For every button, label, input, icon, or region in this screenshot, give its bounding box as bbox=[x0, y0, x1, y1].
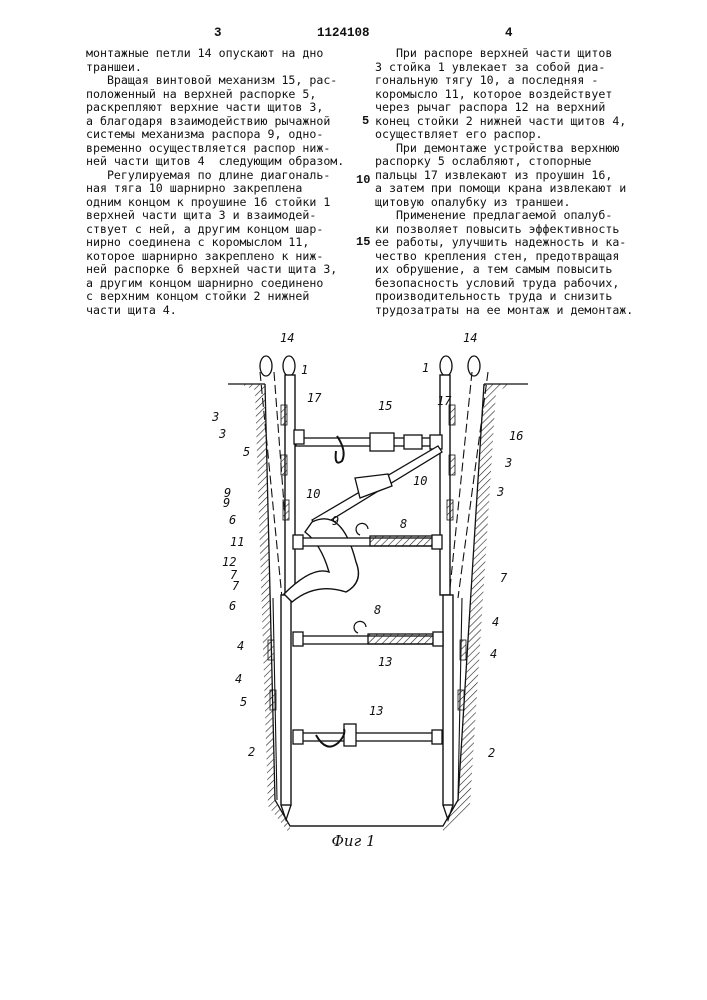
label-3: 3 bbox=[504, 456, 512, 470]
label-16: 16 bbox=[509, 429, 523, 443]
page-number-right: 4 bbox=[505, 26, 513, 40]
label-10: 10 bbox=[413, 474, 427, 488]
text-line: нирно соединена с коромыслом 11, bbox=[86, 236, 344, 250]
label-13: 13 bbox=[369, 704, 383, 718]
text-line: монтажные петли 14 опускают на дно bbox=[86, 47, 344, 61]
text-line: Регулируемая по длине диагональ- bbox=[86, 169, 344, 183]
text-line: Вращая винтовой механизм 15, рас- bbox=[86, 74, 344, 88]
text-line: одним концом к проушине 16 стойки 1 bbox=[86, 196, 344, 210]
text-line: временно осуществляется распор ниж- bbox=[86, 142, 344, 156]
text-line: верхней части щита 3 и взаимодей- bbox=[86, 209, 344, 223]
text-line: а затем при помощи крана извлекают и bbox=[375, 182, 633, 196]
text-line: конец стойки 2 нижней части щитов 4, bbox=[375, 115, 633, 129]
bottom-spacer-5 bbox=[293, 724, 442, 746]
text-line: пальцы 17 извлекают из проушин 16, bbox=[375, 169, 633, 183]
text-line: 3 стойка 1 увлекает за собой диа- bbox=[375, 61, 633, 75]
label-11: 11 bbox=[230, 535, 244, 549]
label-9: 9 bbox=[332, 514, 339, 528]
patent-number: 1124108 bbox=[317, 26, 370, 40]
label-5: 5 bbox=[243, 445, 250, 459]
text-line: с верхним концом стойки 2 нижней bbox=[86, 290, 344, 304]
text-line: распорку 5 ослабляют, стопорные bbox=[375, 155, 633, 169]
label-4: 4 bbox=[237, 639, 244, 653]
text-line: системы механизма распора 9, одно- bbox=[86, 128, 344, 142]
label-6: 6 bbox=[229, 513, 236, 527]
pawl-8-lower bbox=[354, 621, 366, 633]
line-number-15: 15 bbox=[356, 235, 370, 249]
text-line: осуществляет его распор. bbox=[375, 128, 633, 142]
label-6: 6 bbox=[229, 599, 236, 613]
figure-1-drawing: 14 14 1 1 3 3 5 17 15 17 16 3 3 9 10 10 … bbox=[0, 320, 707, 860]
label-10: 10 bbox=[306, 487, 320, 501]
line-number-5: 5 bbox=[362, 114, 369, 128]
text-line: коромысло 11, которое воздействует bbox=[375, 88, 633, 102]
label-4: 4 bbox=[492, 615, 499, 629]
figure-caption: Фиг 1 bbox=[0, 832, 707, 850]
text-line: чество крепления стен, предотвращая bbox=[375, 250, 633, 264]
label-17: 17 bbox=[437, 394, 452, 408]
label-4: 4 bbox=[490, 647, 497, 661]
label-7: 7 bbox=[232, 579, 240, 593]
text-line: При распоре верхней части щитов bbox=[375, 47, 633, 61]
pawl-8-upper bbox=[356, 523, 368, 535]
right-text-column: При распоре верхней части щитов 3 стойка… bbox=[375, 47, 633, 317]
lower-shield-4 bbox=[273, 598, 462, 800]
label-9: 9 bbox=[223, 496, 230, 510]
text-line: через рычаг распора 12 на верхний bbox=[375, 101, 633, 115]
text-line: ней части щитов 4 следующим образом. bbox=[86, 155, 344, 169]
text-line: щитовую опалубку из траншеи. bbox=[375, 196, 633, 210]
page-number-left: 3 bbox=[214, 26, 222, 40]
label-3: 3 bbox=[496, 485, 504, 499]
label-17: 17 bbox=[307, 391, 322, 405]
text-line: раскрепляют верхние части щитов 3, bbox=[86, 101, 344, 115]
label-1: 1 bbox=[301, 363, 308, 377]
lifting-loop-14 bbox=[260, 356, 480, 376]
label-12: 12 bbox=[222, 555, 236, 569]
label-2: 2 bbox=[488, 746, 495, 760]
upper-spacer-5 bbox=[294, 430, 442, 451]
label-3: 3 bbox=[218, 427, 226, 441]
text-line: ки позволяет повысить эффективность bbox=[375, 223, 633, 237]
lower-spacer-6 bbox=[293, 632, 443, 646]
label-3: 3 bbox=[211, 410, 219, 424]
text-line: безопасность условий труда рабочих, bbox=[375, 277, 633, 291]
label-8: 8 bbox=[374, 603, 381, 617]
text-line: трудозатраты на ее монтаж и демонтаж. bbox=[375, 304, 633, 318]
text-line: которое шарнирно закреплено к ниж- bbox=[86, 250, 344, 264]
line-number-10: 10 bbox=[356, 173, 370, 187]
label-15: 15 bbox=[378, 399, 392, 413]
label-13: 13 bbox=[378, 655, 392, 669]
text-line: производительность труда и снизить bbox=[375, 290, 633, 304]
text-line: траншеи. bbox=[86, 61, 344, 75]
label-14: 14 bbox=[463, 331, 477, 345]
label-4: 4 bbox=[235, 672, 242, 686]
text-line: а другим концом шарнирно соединено bbox=[86, 277, 344, 291]
text-line: ней распорке 6 верхней части щита 3, bbox=[86, 263, 344, 277]
label-1: 1 bbox=[422, 361, 429, 375]
text-line: ствует с ней, а другим концом шар- bbox=[86, 223, 344, 237]
text-line: ная тяга 10 шарнирно закреплена bbox=[86, 182, 344, 196]
text-line: При демонтаже устройства верхнюю bbox=[375, 142, 633, 156]
label-7: 7 bbox=[500, 571, 508, 585]
text-line: части щита 4. bbox=[86, 304, 344, 318]
label-8: 8 bbox=[400, 517, 407, 531]
text-line: положенный на верхней распорке 5, bbox=[86, 88, 344, 102]
left-text-column: монтажные петли 14 опускают на дно транш… bbox=[86, 47, 344, 317]
text-line: Применение предлагаемой опалуб- bbox=[375, 209, 633, 223]
label-14: 14 bbox=[280, 331, 294, 345]
text-line: их обрушение, а тем самым повысить bbox=[375, 263, 633, 277]
label-2: 2 bbox=[248, 745, 255, 759]
text-line: ее работы, улучшить надежность и ка- bbox=[375, 236, 633, 250]
text-line: гональную тягу 10, а последняя - bbox=[375, 74, 633, 88]
text-line: а благодаря взаимодействию рычажной bbox=[86, 115, 344, 129]
label-5: 5 bbox=[240, 695, 247, 709]
